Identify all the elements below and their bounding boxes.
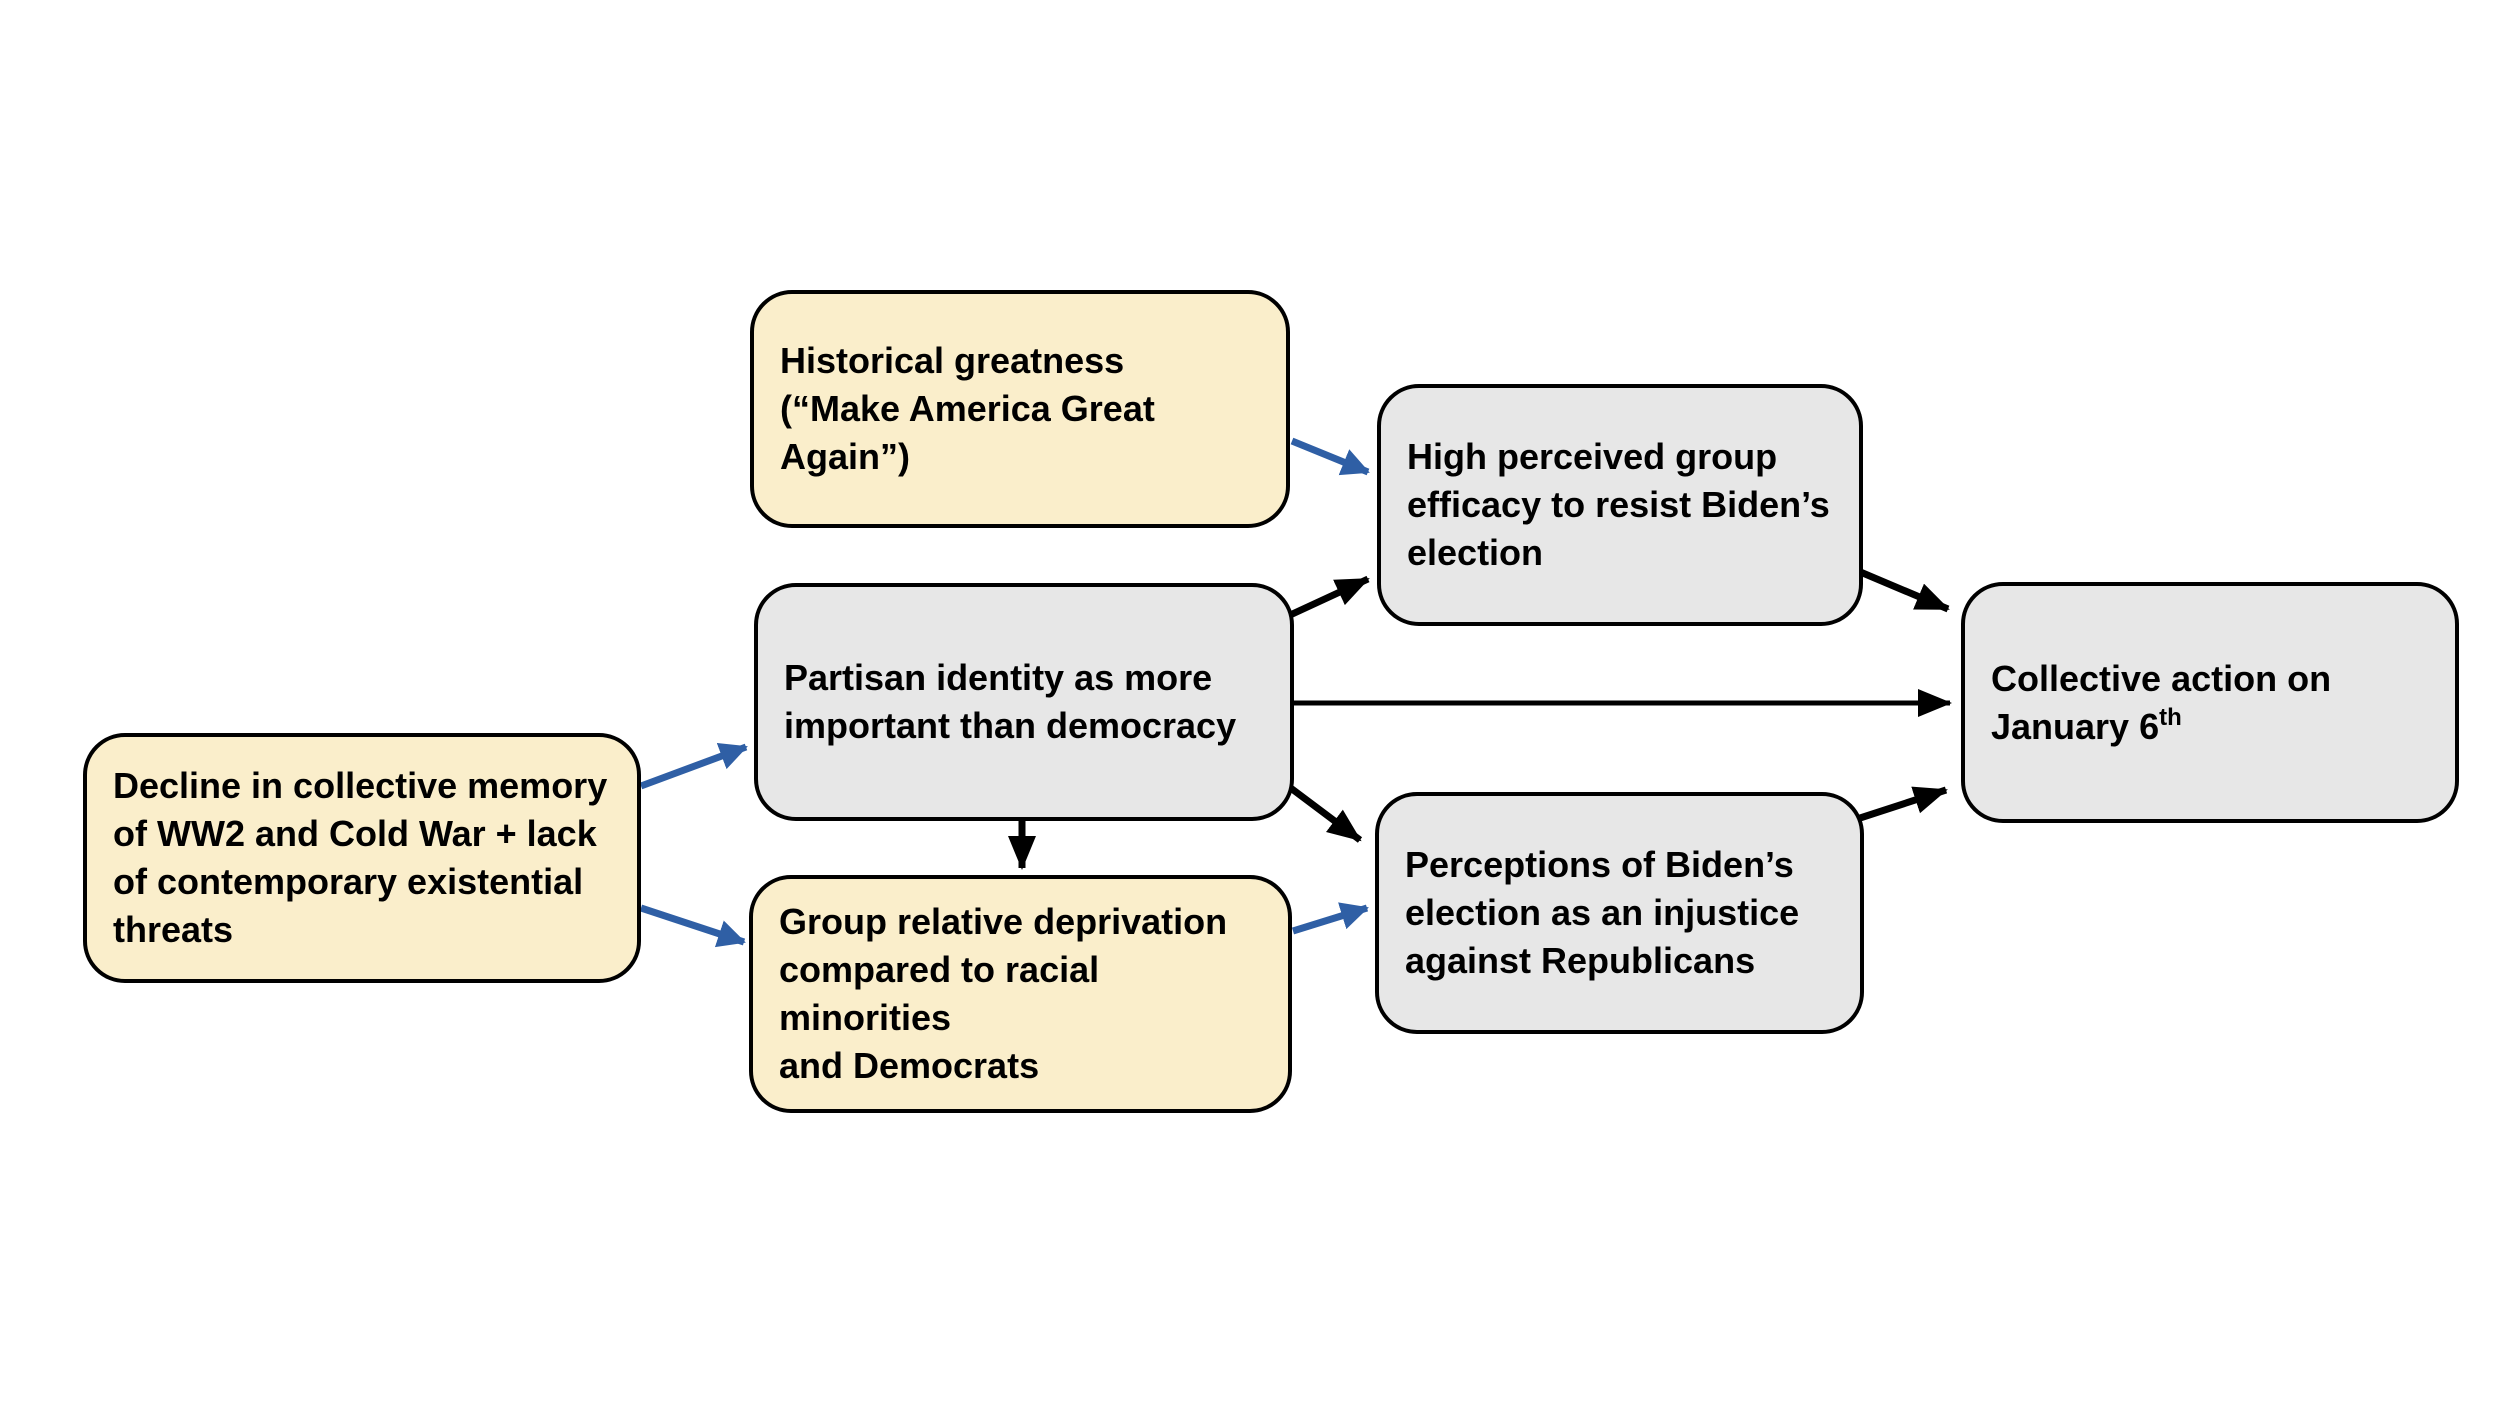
node-decline-collective-memory: Decline in collective memory of WW2 and … [83, 733, 641, 983]
node-high-perceived-group-efficacy: High perceived group efficacy to resist … [1377, 384, 1863, 626]
edge-injustice-to-collective [1855, 786, 1948, 823]
node-group-relative-deprivation: Group relative deprivation compared to r… [749, 875, 1292, 1113]
collective-action-label-text: Collective action on January 6 [1991, 657, 2332, 747]
node-high-perceived-group-efficacy-label: High perceived group efficacy to resist … [1407, 436, 1830, 573]
node-historical-greatness: Historical greatness (“Make America Grea… [750, 290, 1290, 528]
edge-historical-to-efficacy [1290, 437, 1370, 476]
node-perceptions-of-injustice: Perceptions of Biden’s election as an in… [1375, 792, 1864, 1034]
node-collective-action-january-6-label: Collective action on January 6th [1991, 655, 2331, 751]
edge-decline-to-deprivation [639, 904, 746, 948]
collective-action-label-superscript: th [2159, 703, 2182, 731]
edge-partisan-to-injustice [1277, 777, 1363, 843]
node-partisan-identity-label: Partisan identity as more important than… [784, 657, 1237, 746]
node-historical-greatness-label: Historical greatness (“Make America Grea… [780, 340, 1155, 477]
edge-decline-to-partisan [639, 742, 748, 790]
edge-deprivation-to-injustice [1291, 902, 1369, 935]
edge-efficacy-to-collective [1856, 567, 1950, 613]
node-collective-action-january-6: Collective action on January 6th [1961, 582, 2459, 823]
node-partisan-identity: Partisan identity as more important than… [754, 583, 1294, 821]
node-decline-collective-memory-label: Decline in collective memory of WW2 and … [113, 765, 608, 950]
node-perceptions-of-injustice-label: Perceptions of Biden’s election as an in… [1405, 844, 1800, 981]
edge-partisan-to-efficacy [1286, 575, 1370, 620]
node-group-relative-deprivation-label: Group relative deprivation compared to r… [779, 901, 1228, 1086]
